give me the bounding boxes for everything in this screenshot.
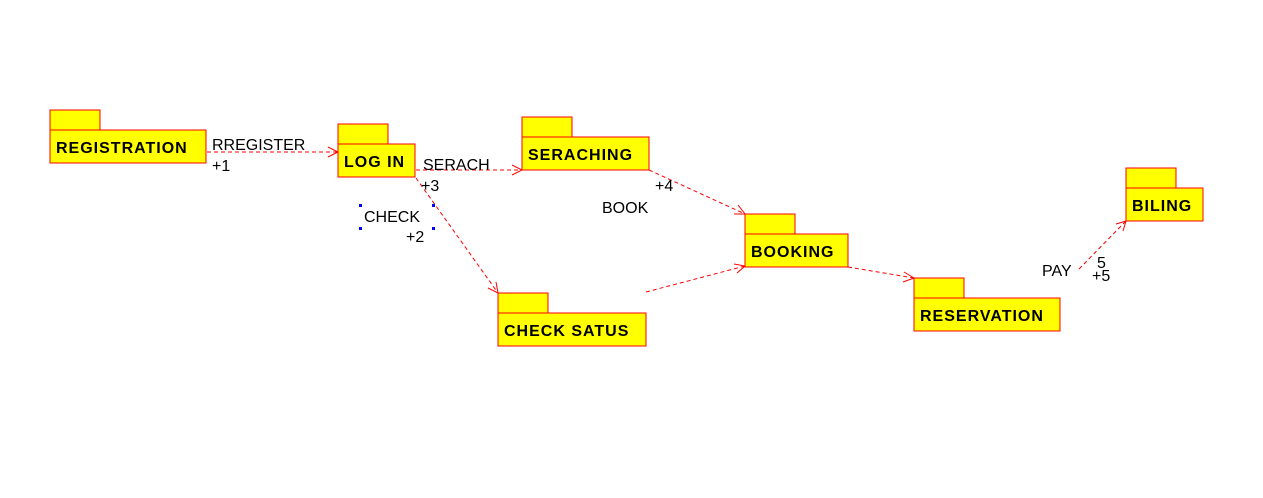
package-tab <box>337 123 389 145</box>
package-tab <box>49 109 101 131</box>
package-body <box>1125 187 1204 222</box>
package-name: SERACHING <box>528 147 633 164</box>
edge-multiplicity-pay[interactable]: +5 <box>1092 268 1110 285</box>
package-billing[interactable]: BILING <box>1125 167 1204 222</box>
package-check-status[interactable]: CHECK SATUS <box>497 292 647 347</box>
edge-multiplicity-check[interactable]: +2 <box>406 229 424 246</box>
edge-label-pay[interactable]: PAY <box>1042 263 1072 280</box>
package-body <box>744 233 849 268</box>
package-searching[interactable]: SERACHING <box>521 116 650 171</box>
package-body <box>521 136 650 171</box>
package-body <box>497 312 647 347</box>
package-tab <box>913 277 965 299</box>
package-tab <box>521 116 573 138</box>
package-tab <box>1125 167 1177 189</box>
package-name: REGISTRATION <box>56 140 188 157</box>
package-name: BOOKING <box>751 244 834 261</box>
package-tab <box>744 213 796 235</box>
package-body <box>337 143 416 178</box>
edge-extra-pay[interactable]: 5 <box>1097 255 1106 272</box>
package-name: BILING <box>1132 198 1192 215</box>
edge-multiplicity-book[interactable]: +4 <box>655 178 673 195</box>
edge-label-check[interactable]: CHECK <box>364 209 420 226</box>
edge-check[interactable] <box>415 177 499 294</box>
package-login[interactable]: LOG IN <box>337 123 416 178</box>
package-booking[interactable]: BOOKING <box>744 213 849 268</box>
package-reservation[interactable]: RESERVATION <box>913 277 1061 332</box>
package-name: CHECK SATUS <box>504 323 629 340</box>
selection-handle-bl[interactable] <box>359 227 362 230</box>
edge-label-book[interactable]: BOOK <box>602 200 649 217</box>
package-body <box>913 297 1061 332</box>
package-name: RESERVATION <box>920 308 1044 325</box>
edge-label-register[interactable]: RREGISTER <box>212 137 305 154</box>
edge-booking-to-reservation[interactable] <box>847 266 916 283</box>
selection-handle-tl[interactable] <box>359 204 362 207</box>
edge-check-status-to-booking[interactable] <box>645 263 747 293</box>
selection-handle-tr[interactable] <box>432 204 435 207</box>
package-registration[interactable]: REGISTRATION <box>49 109 207 164</box>
edge-multiplicity-register[interactable]: +1 <box>212 158 230 175</box>
package-name: LOG IN <box>344 154 405 171</box>
selection-handles[interactable] <box>359 204 435 230</box>
selection-handle-br[interactable] <box>432 227 435 230</box>
package-tab <box>497 292 549 314</box>
package-body <box>49 129 207 164</box>
edge-label-search[interactable]: SERACH <box>423 157 490 174</box>
edge-multiplicity-search[interactable]: +3 <box>421 178 439 195</box>
